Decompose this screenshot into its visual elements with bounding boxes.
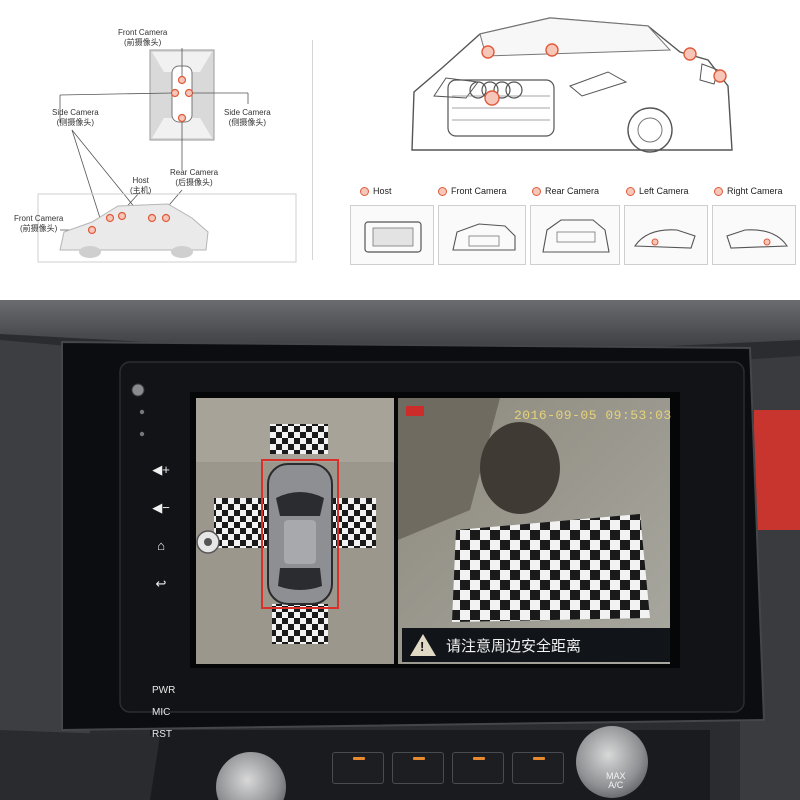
- legend-host: Host: [360, 186, 392, 196]
- volume-down-icon[interactable]: ◀−: [152, 500, 170, 515]
- background-red-object: [754, 410, 800, 530]
- hvac-button-2[interactable]: [392, 752, 444, 784]
- installation-diagram-left: Front Camera (前摄像头) Side Camera (侧摄像头) S…: [0, 0, 300, 300]
- legend-right-camera: Right Camera: [714, 186, 783, 196]
- installation-diagram-svg: [37, 48, 297, 263]
- rear-view-checkerboard: [452, 514, 650, 622]
- left-temperature-knob[interactable]: [216, 752, 286, 800]
- hvac-button-3[interactable]: [452, 752, 504, 784]
- side-left-camera-marker: [105, 213, 115, 223]
- front-camera-top-label: Front Camera (前摄像头): [118, 28, 168, 47]
- legend-front-camera-dot: [438, 186, 447, 196]
- mic-label: MIC: [152, 707, 171, 718]
- side-view-frame: [37, 193, 297, 263]
- legend-left-camera: Left Camera: [626, 186, 689, 196]
- windshield: [479, 17, 672, 57]
- side-mirror: [699, 63, 719, 85]
- right-headlight: [569, 71, 628, 97]
- marker-right: [713, 69, 727, 83]
- volume-up-icon[interactable]: ◀+: [152, 462, 170, 477]
- safety-warning-bar: ! 请注意周边安全距离: [402, 628, 670, 662]
- marker-front: [545, 43, 559, 57]
- side-front-camera-marker: [87, 225, 97, 235]
- hvac-button-1[interactable]: [332, 752, 384, 784]
- rear-checkerboard: [272, 604, 328, 644]
- rear-camera-marker: [177, 113, 187, 123]
- side-right-camera-marker: [147, 213, 157, 223]
- legend-left-camera-dot: [626, 186, 635, 196]
- right-camera-marker: [184, 88, 194, 98]
- dashboard-top: [0, 300, 800, 352]
- front-wheel: [627, 107, 673, 153]
- marker-left: [683, 47, 697, 61]
- mic-hole-icon: [139, 409, 145, 415]
- head-unit-photo: PWR MIC RST: [0, 300, 800, 800]
- max-ac-label: MAX A/C: [606, 771, 626, 790]
- installation-diagram-right: Host Front Camera Rear Camera Left Camer…: [330, 0, 800, 300]
- rear-view-person: [480, 422, 560, 514]
- legend-right-camera-dot: [714, 186, 723, 196]
- wheel-hub: [637, 117, 663, 143]
- diagram-divider: [312, 40, 313, 260]
- legend-thumb-right-camera: [712, 205, 796, 265]
- host-label: Host (主机): [130, 176, 152, 195]
- right-temperature-knob[interactable]: [576, 726, 648, 798]
- reset-hole-icon: [139, 431, 145, 437]
- left-checkerboard: [214, 498, 268, 548]
- rear-camera-timestamp: 2016-09-05 09:53:03: [514, 408, 672, 423]
- left-camera-marker: [170, 88, 180, 98]
- front-camera-bottom-label: Front Camera (前摄像头): [14, 214, 64, 233]
- power-button-icon: [131, 383, 145, 397]
- legend-thumb-left-camera: [624, 205, 708, 265]
- rear-view-interior: [398, 398, 500, 540]
- warning-text: 请注意周边安全距离: [446, 636, 582, 655]
- side-rear-camera-marker: [161, 213, 171, 223]
- diagram-area: Front Camera (前摄像头) Side Camera (侧摄像头) S…: [0, 0, 800, 300]
- hvac-button-4[interactable]: [512, 752, 564, 784]
- legend-thumb-front-camera: [438, 205, 526, 265]
- legend-thumb-host: [350, 205, 434, 265]
- front-checkerboard: [270, 424, 328, 454]
- car-roof: [284, 520, 316, 564]
- side-camera-left-label: Side Camera (侧摄像头): [52, 108, 99, 127]
- car-rear-window: [278, 568, 322, 590]
- dashboard-scene-svg: [0, 300, 800, 800]
- rst-label: RST: [152, 729, 172, 740]
- back-icon[interactable]: ↩: [155, 576, 167, 591]
- marker-host: [481, 45, 495, 59]
- legend-thumb-rear-camera: [530, 205, 620, 265]
- grille: [447, 79, 555, 137]
- car-windshield: [276, 492, 324, 516]
- front-camera-marker: [177, 75, 187, 85]
- car-bounding-box: [261, 459, 339, 609]
- legend-front-camera: Front Camera: [438, 186, 507, 196]
- rear-camera-label: Rear Camera (后摄像头): [170, 168, 219, 187]
- pwr-label: PWR: [152, 685, 176, 696]
- side-view-rear-wheel: [171, 246, 193, 258]
- side-camera-right-label: Side Camera (侧摄像头): [224, 108, 271, 127]
- legend-rear-camera-dot: [532, 186, 541, 196]
- marker-rear: [484, 90, 500, 106]
- legend-host-dot: [360, 186, 369, 196]
- side-view-car: [59, 203, 209, 251]
- right-checkerboard: [332, 498, 376, 548]
- legend-rear-camera: Rear Camera: [532, 186, 599, 196]
- side-host-marker: [117, 211, 127, 221]
- car-front-diagram-svg: [411, 17, 733, 153]
- warning-triangle-icon: !: [410, 634, 436, 656]
- side-view-front-wheel: [79, 246, 101, 258]
- battery-icon: [406, 406, 424, 416]
- home-icon[interactable]: ⌂: [157, 538, 165, 553]
